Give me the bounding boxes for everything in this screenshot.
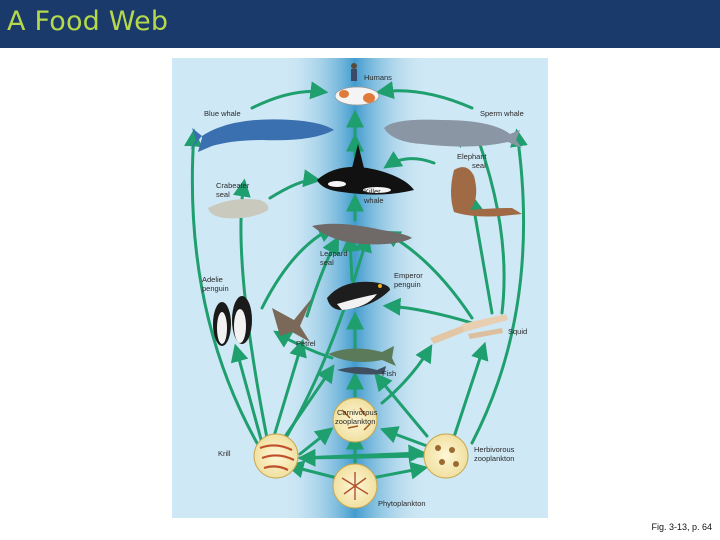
- squid-icon: [430, 314, 508, 344]
- humans-icon: [334, 63, 380, 106]
- slide-title: A Food Web: [7, 6, 169, 37]
- petrel-icon: [272, 298, 312, 342]
- emperor-penguin-label-2: penguin: [394, 280, 421, 289]
- blue-whale-label: Blue whale: [204, 109, 241, 118]
- phytoplankton-label: Phytoplankton: [378, 499, 426, 508]
- crabeater-seal-label-1: Crabeater: [216, 181, 250, 190]
- sperm-whale-label: Sperm whale: [480, 109, 524, 118]
- elephant-seal-icon: [451, 167, 522, 217]
- adelie-penguin-label-1: Adelie: [202, 275, 223, 284]
- elephant-seal-label-1: Elephant: [457, 152, 488, 161]
- squid-label: Squid: [508, 327, 527, 336]
- carnivorous-zooplankton-label-1: Carnivorous: [337, 408, 378, 417]
- emperor-penguin-icon: [327, 281, 390, 310]
- title-bar: A Food Web: [0, 0, 720, 48]
- emperor-penguin-label-1: Emperor: [394, 271, 423, 280]
- fish-label: Fish: [382, 369, 396, 378]
- carnivorous-zooplankton-icon: [332, 397, 378, 443]
- blue-whale-icon: [190, 119, 334, 152]
- crabeater-seal-icon: [208, 199, 269, 219]
- crabeater-seal-label-2: seal: [216, 190, 230, 199]
- fish-icon: [328, 346, 396, 375]
- killer-whale-label-2: whale: [363, 196, 384, 205]
- elephant-seal-label-2: seal: [472, 161, 486, 170]
- krill-icon: [253, 433, 299, 479]
- leopard-seal-label-2: seal: [320, 258, 334, 267]
- phytoplankton-icon: [332, 463, 378, 509]
- leopard-seal-icon: [312, 223, 412, 245]
- figure-caption: Fig. 3-13, p. 64: [651, 522, 712, 532]
- petrel-label: Petrel: [296, 339, 316, 348]
- food-web-diagram: Humans Blue whale Sperm whale Killer wha…: [172, 58, 548, 518]
- leopard-seal-label-1: Leopard: [320, 249, 348, 258]
- sperm-whale-icon: [384, 119, 522, 148]
- carnivorous-zooplankton-label-2: zooplankton: [335, 417, 375, 426]
- killer-whale-icon: [317, 144, 414, 195]
- killer-whale-label-1: Killer: [364, 187, 381, 196]
- food-web-svg: Humans Blue whale Sperm whale Killer wha…: [172, 58, 548, 518]
- herbivorous-zooplankton-label-1: Herbivorous: [474, 445, 515, 454]
- herbivorous-zooplankton-icon: [423, 433, 469, 479]
- herbivorous-zooplankton-label-2: zooplankton: [474, 454, 514, 463]
- humans-label: Humans: [364, 73, 392, 82]
- adelie-penguin-icon: [213, 296, 252, 346]
- krill-label: Krill: [218, 449, 231, 458]
- adelie-penguin-label-2: penguin: [202, 284, 229, 293]
